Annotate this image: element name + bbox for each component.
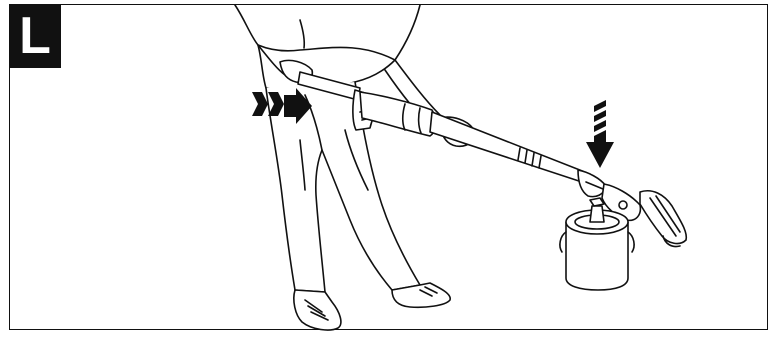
- person-figure: [235, 5, 474, 330]
- push-down-arrow-icon: [586, 100, 614, 168]
